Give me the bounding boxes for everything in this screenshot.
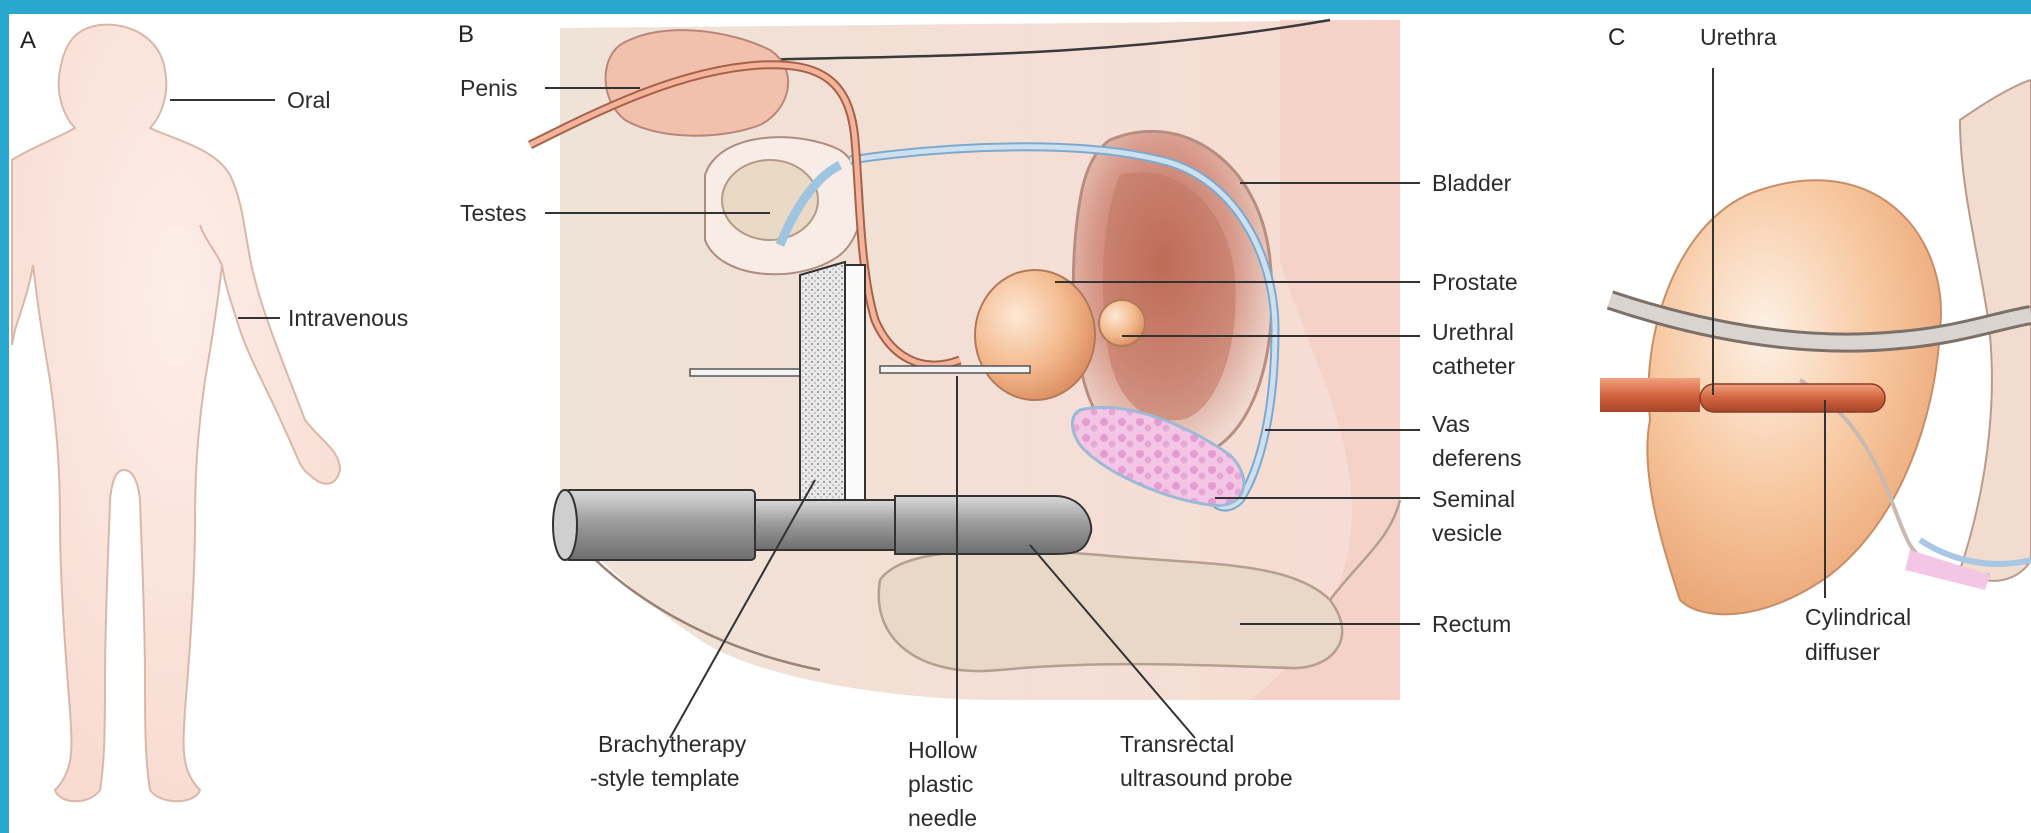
label-brachytherapy: Brachytherapy [598,731,747,757]
panel-b-anatomy [530,20,1400,700]
panel-a-letter: A [20,27,36,54]
label-penis: Penis [460,75,518,101]
label-deferens: deferens [1432,445,1522,471]
label-prostate: Prostate [1432,269,1518,295]
label-ultrasound-probe: ultrasound probe [1120,765,1293,791]
label-needle: needle [908,805,977,831]
label-diffuser: diffuser [1805,639,1880,665]
label-urethra: Urethra [1700,24,1777,50]
label-intravenous: Intravenous [288,305,408,331]
label-hollow: Hollow [908,737,977,763]
label-plastic: plastic [908,771,973,797]
label-testes: Testes [460,200,526,226]
panel-c-letter: C [1608,24,1625,51]
label-cylindrical: Cylindrical [1805,604,1911,630]
label-rectum: Rectum [1432,611,1511,637]
label-oral: Oral [287,87,330,113]
label-urethral: Urethral [1432,319,1514,345]
label-vesicle: vesicle [1432,520,1502,546]
panel-a-body-figure [12,25,340,802]
label-catheter: catheter [1432,353,1515,379]
label-transrectal: Transrectal [1120,731,1234,757]
label-seminal: Seminal [1432,486,1515,512]
panel-c-zoom [1600,80,2031,614]
label-bladder: Bladder [1432,170,1512,196]
panel-b-letter: B [458,21,474,48]
label-vas: Vas [1432,411,1470,437]
label-style-template: -style template [590,765,740,791]
